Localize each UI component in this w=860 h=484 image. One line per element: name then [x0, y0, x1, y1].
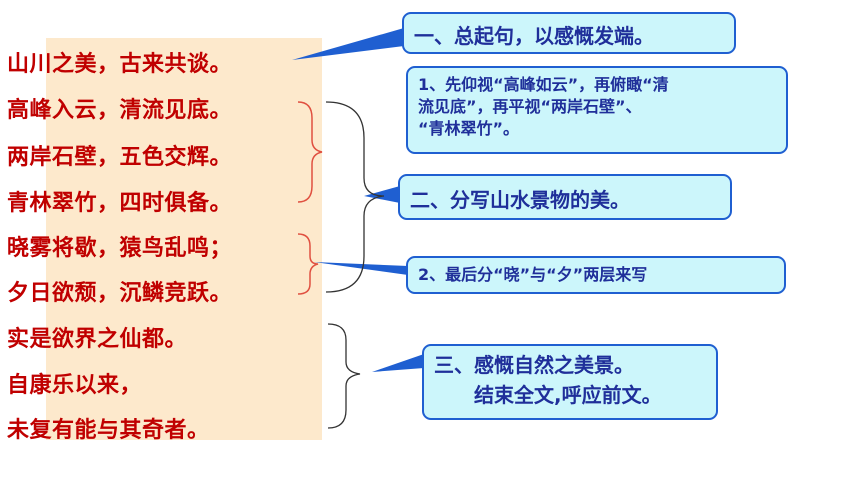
callout-detail-viewing-order-line3: “青林翠竹”。 [418, 119, 520, 138]
pointer-callout-three [372, 354, 424, 372]
poem-line-6: 夕日欲颓，沉鳞竞跃。 [7, 281, 233, 306]
callout-scenery-description-text: 二、分写山水景物的美。 [410, 188, 630, 212]
callout-detail-viewing-order-line1: 1、先仰视“高峰如云”，再俯瞰“清 [418, 75, 669, 94]
callout-general-opening-text: 一、总起句，以感慨发端。 [414, 24, 654, 48]
small-brace-lines-5-6 [297, 233, 319, 295]
pointer-detail-two [314, 262, 408, 275]
callout-detail-viewing-order-line2: 流见底”，再平视“两岸石壁”、 [418, 97, 642, 116]
pointer-callout-two [364, 186, 400, 203]
pointer-callout-one [292, 28, 404, 60]
large-brace-lines-7-9 [327, 323, 361, 429]
poem-line-7: 实是欲界之仙都。 [7, 327, 188, 352]
callout-detail-dawn-dusk: 2、最后分“晓”与“夕”两层来写 [406, 256, 786, 294]
callout-conclusion: 三、感慨自然之美景。 结束全文,呼应前文。 [422, 344, 718, 420]
callout-detail-viewing-order: 1、先仰视“高峰如云”，再俯瞰“清 流见底”，再平视“两岸石壁”、 “青林翠竹”… [406, 66, 788, 154]
poem-panel [46, 38, 322, 440]
large-brace-lines-2-6 [325, 101, 385, 293]
poem-line-3: 两岸石壁，五色交辉。 [7, 145, 233, 170]
small-brace-lines-2-4 [297, 101, 323, 203]
callout-scenery-description: 二、分写山水景物的美。 [398, 174, 732, 220]
callout-conclusion-line1: 三、感慨自然之美景。 [434, 353, 634, 377]
poem-line-2: 高峰入云，清流见底。 [7, 98, 233, 123]
poem-line-9: 未复有能与其奇者。 [7, 418, 210, 443]
callout-conclusion-line2: 结束全文,呼应前文。 [474, 383, 662, 407]
callout-detail-dawn-dusk-text: 2、最后分“晓”与“夕”两层来写 [418, 265, 648, 284]
poem-line-4: 青林翠竹，四时俱备。 [7, 191, 233, 216]
callout-general-opening: 一、总起句，以感慨发端。 [402, 12, 736, 54]
poem-line-8: 自康乐以来， [7, 373, 143, 398]
poem-line-5: 晓雾将歇，猿鸟乱鸣； [7, 236, 233, 261]
poem-line-1: 山川之美，古来共谈。 [7, 52, 233, 77]
